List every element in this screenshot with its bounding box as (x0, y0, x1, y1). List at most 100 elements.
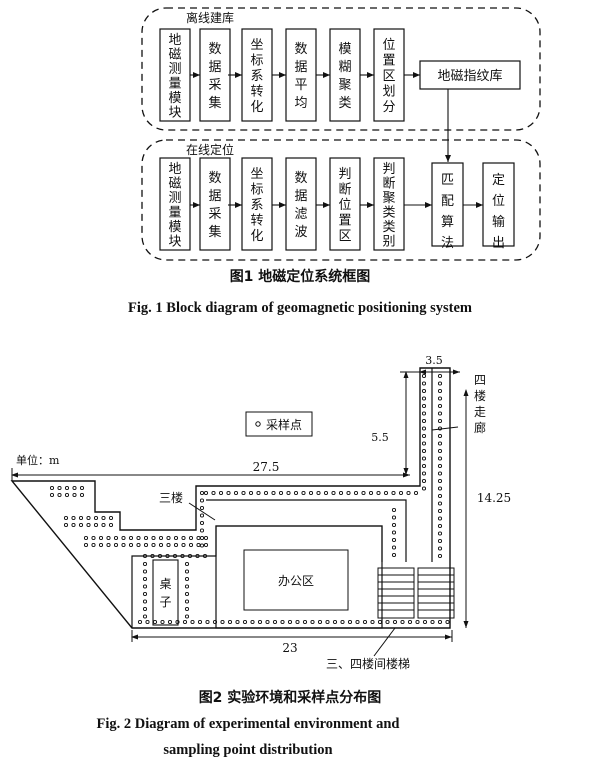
sample-point (346, 490, 351, 496)
offline-step-label: 地磁测量模块 (168, 33, 181, 121)
sample-point (199, 520, 205, 526)
sample-point (167, 619, 173, 625)
unit-label: 单位：m (16, 453, 60, 467)
sample-point (188, 535, 194, 541)
sample-point (331, 490, 336, 496)
sample-point (437, 523, 443, 529)
sample-point (184, 569, 190, 574)
sample-point (57, 485, 62, 491)
sample-point (93, 522, 99, 528)
sample-point (437, 478, 443, 484)
sample-point (72, 492, 77, 498)
office-area (215, 525, 383, 629)
sample-point (166, 535, 171, 541)
sample-point (202, 553, 208, 559)
sample-point (437, 418, 443, 424)
sample-point (437, 508, 443, 514)
sample-point (391, 522, 397, 528)
sample-point (391, 530, 397, 535)
sample-point (437, 538, 443, 544)
sample-point (317, 619, 323, 625)
sample-point (295, 619, 300, 625)
sample-point (308, 490, 314, 496)
sample-point (361, 490, 366, 496)
sample-point (391, 552, 397, 558)
sample-point (421, 426, 427, 431)
sample-point (437, 471, 443, 476)
sample-point (242, 619, 248, 625)
sample-point (316, 490, 321, 496)
sample-point (391, 490, 396, 496)
sample-point (400, 619, 405, 625)
sample-point (143, 535, 149, 541)
sample-point (166, 542, 171, 548)
sample-point (86, 515, 91, 521)
sample-point (182, 619, 188, 625)
dimension-lines (11, 369, 469, 657)
sample-point (108, 515, 114, 521)
sample-point (101, 522, 106, 528)
sample-point (172, 553, 178, 559)
sample-point (212, 619, 218, 625)
sample-point (248, 490, 254, 496)
sample-point (398, 490, 404, 496)
sample-point (175, 619, 180, 625)
office-label: 办公区 (278, 573, 314, 588)
sample-point (218, 490, 224, 496)
sample-point (205, 619, 210, 625)
sample-point (145, 619, 150, 625)
sample-point (421, 441, 427, 446)
sample-point (199, 535, 205, 541)
sample-point (323, 490, 329, 496)
sample-point (142, 576, 148, 582)
sample-point (310, 619, 315, 625)
sample-point (106, 542, 111, 548)
sample-point (415, 619, 420, 625)
sample-point (142, 553, 148, 559)
sample-point (233, 490, 239, 496)
sample-point (142, 584, 148, 589)
sample-point (278, 490, 284, 496)
sample-point (63, 515, 69, 521)
sample-point (421, 381, 427, 386)
table-label: 桌子 (159, 577, 171, 609)
sample-point (362, 619, 368, 625)
sample-point (190, 619, 195, 625)
sample-point (143, 542, 149, 548)
sample-point (83, 542, 89, 548)
offline-step-box (199, 28, 231, 122)
fingerprint-db-label: 地磁指纹库 (437, 68, 502, 84)
sample-point (142, 599, 148, 604)
offline-step-label: 位置区划分 (382, 38, 395, 115)
sample-point (391, 537, 397, 543)
sample-point (142, 569, 148, 574)
sample-point (338, 490, 344, 496)
sample-point (142, 561, 148, 567)
sample-point (293, 490, 299, 496)
sample-point (158, 535, 164, 541)
sample-point (392, 619, 398, 625)
online-step-box (199, 157, 231, 251)
sample-point (376, 490, 381, 496)
sample-point (383, 490, 389, 496)
online-step-box (329, 157, 361, 251)
offline-group-label: 离线建库 (186, 10, 234, 25)
sample-point (78, 522, 84, 528)
online-step-box (373, 157, 405, 251)
sample-point (257, 619, 263, 625)
sample-point (437, 396, 443, 401)
sample-point (199, 490, 205, 496)
sample-point (421, 471, 427, 476)
output-text: 定位输出 (492, 173, 505, 251)
sample-point (203, 535, 209, 541)
sample-point (437, 411, 443, 416)
sample-point (280, 619, 285, 625)
sample-point (353, 490, 359, 496)
output-box (482, 162, 515, 247)
sample-point (437, 373, 443, 379)
online-step-box (159, 157, 191, 251)
sample-point (199, 505, 205, 511)
sample-point (199, 528, 205, 533)
sample-point (220, 619, 225, 625)
sample-point (158, 542, 164, 548)
